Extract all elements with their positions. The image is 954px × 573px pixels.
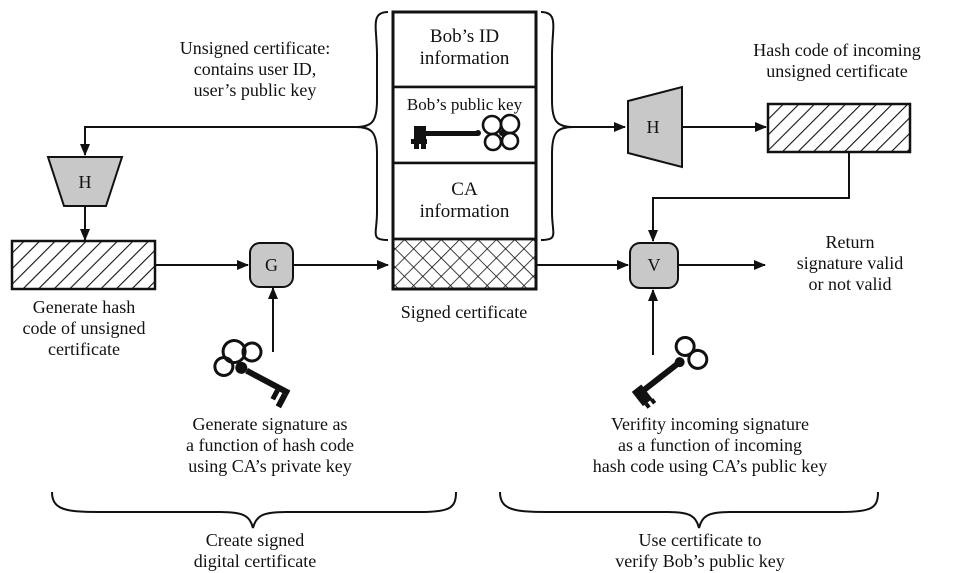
certificate-stack (391, 10, 538, 291)
key-icon (213, 339, 291, 409)
verify-function-label: V (648, 255, 661, 275)
verify-signature-label: Verifity incoming signature as a functio… (592, 414, 828, 476)
hash-function-left: H (46, 156, 124, 207)
generate-signature-function: G (249, 242, 294, 288)
cert-public-key-label: Bob’s public key (406, 95, 523, 114)
right-hash-code-block (766, 102, 912, 154)
use-certificate-label: Use certificate to verify Bob’s public k… (615, 530, 785, 571)
signed-certificate-label: Signed certificate (400, 302, 528, 322)
hash-function-left-label: H (79, 172, 92, 192)
cert-ca-label: CA information (419, 179, 510, 222)
key-icon (631, 335, 709, 409)
unsigned-certificate-label: Unsigned certificate: contains user ID, … (179, 38, 331, 100)
left-hash-code-block (10, 239, 157, 291)
cert-signature-block (391, 237, 538, 291)
hash-function-right: H (627, 85, 683, 169)
right-cert-brace (540, 11, 575, 241)
left-hash-code-label: Generate hash code of unsigned certifica… (22, 297, 146, 359)
generate-function-label: G (265, 255, 278, 275)
verify-signature-function: V (629, 242, 679, 289)
cert-public-key-section (391, 85, 538, 165)
cert-id-label: Bob’s ID information (419, 26, 510, 69)
generate-signature-label: Generate signature as a function of hash… (186, 414, 354, 476)
right-group-brace (499, 491, 879, 529)
hash-function-right-label: H (647, 117, 660, 137)
create-certificate-label: Create signed digital certificate (193, 530, 317, 571)
left-group-brace (51, 491, 457, 529)
return-result-label: Return signature valid or not valid (796, 232, 904, 294)
key-icon (411, 113, 521, 152)
right-hash-code-label: Hash code of incoming unsigned certifica… (753, 40, 921, 81)
